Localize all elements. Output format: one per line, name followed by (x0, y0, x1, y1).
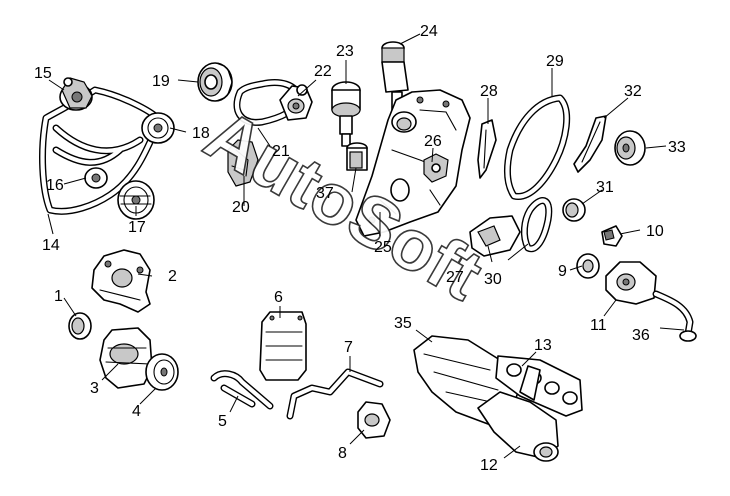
pulley-19 (197, 62, 233, 102)
tensioner-27 (469, 215, 521, 257)
callout-16: 16 (46, 177, 64, 194)
timing-chain-29 (503, 94, 571, 200)
callout-35: 35 (394, 315, 412, 332)
belt-tensioner-22 (279, 84, 313, 121)
callout-33: 33 (668, 139, 686, 156)
callout-19: 19 (152, 73, 170, 90)
belt-tensioner (59, 77, 93, 111)
callout-29: 29 (546, 53, 564, 70)
callout-30: 30 (484, 271, 502, 288)
callout-2: 2 (168, 268, 177, 285)
chain-guide-32 (573, 115, 607, 173)
mount-8 (357, 401, 391, 439)
callout-14: 14 (42, 237, 60, 254)
gear-9 (576, 253, 600, 279)
idler-pulley-small (84, 167, 108, 189)
oil-cooler-6 (259, 311, 307, 381)
bushing-1 (68, 312, 92, 340)
crankshaft-pulley (117, 180, 155, 220)
pickup-tube-36 (652, 290, 697, 342)
callout-11: 11 (590, 317, 607, 334)
pipe-7 (286, 368, 384, 420)
callout-6: 6 (274, 289, 283, 306)
bracket-2 (91, 249, 151, 313)
callout-24: 24 (420, 23, 438, 40)
injector-23 (331, 81, 361, 147)
callout-36: 36 (632, 327, 650, 344)
callout-5: 5 (218, 413, 227, 430)
accessory-drive-belt (39, 86, 164, 215)
camshaft-sensor-26 (423, 153, 449, 183)
callout-17: 17 (128, 219, 146, 236)
callout-32: 32 (624, 83, 642, 100)
chain-guide-28 (477, 119, 497, 179)
callout-22: 22 (314, 63, 332, 80)
callout-3: 3 (90, 380, 99, 397)
callout-9: 9 (558, 263, 567, 280)
callout-18: 18 (192, 125, 210, 142)
callout-20: 20 (232, 199, 250, 216)
callout-27: 27 (446, 269, 464, 286)
timing-chain-30 (520, 197, 553, 253)
pipe-5 (210, 370, 274, 410)
manifold-12 (477, 365, 559, 462)
callout-26: 26 (424, 133, 442, 150)
callout-4: 4 (132, 403, 141, 420)
bracket-20 (227, 139, 259, 187)
callout-31: 31 (596, 179, 614, 196)
callout-12: 12 (480, 457, 498, 474)
callout-28: 28 (480, 83, 498, 100)
pulley-4 (145, 353, 179, 391)
timing-cover (355, 89, 471, 237)
seal-10 (601, 225, 623, 247)
callout-8: 8 (338, 445, 347, 462)
leader-lines (47, 33, 685, 459)
callout-15: 15 (34, 65, 52, 82)
oil-pump-11 (605, 261, 657, 305)
alternator-3 (99, 327, 153, 389)
sprocket-33 (614, 130, 646, 166)
callout-7: 7 (344, 339, 353, 356)
callout-21: 21 (272, 143, 290, 160)
sprocket-31 (562, 198, 586, 222)
callout-labels: 1 2 3 4 5 6 7 8 9 10 11 12 13 14 15 16 1… (34, 23, 686, 474)
idler-pulley-large (141, 112, 175, 144)
callout-25: 25 (374, 239, 392, 256)
callout-10: 10 (646, 223, 664, 240)
callout-23: 23 (336, 43, 354, 60)
callout-1: 1 (54, 288, 63, 305)
callout-37: 37 (316, 185, 334, 202)
gasket-13 (495, 355, 583, 417)
callout-13: 13 (534, 337, 552, 354)
